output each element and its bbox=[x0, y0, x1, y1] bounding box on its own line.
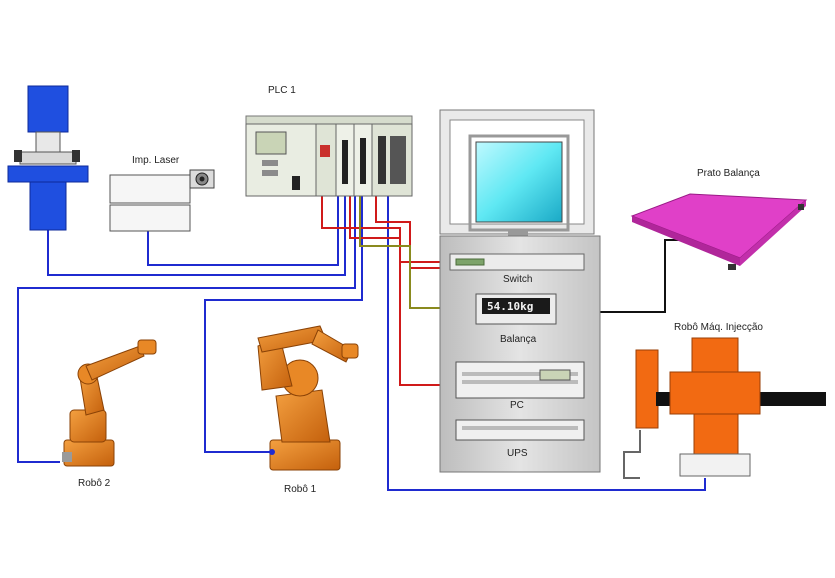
label-laser: Imp. Laser bbox=[132, 155, 180, 166]
label-switch: Switch bbox=[503, 274, 532, 285]
scale-plate: Prato Balança bbox=[630, 168, 808, 270]
label-injection-robot: Robô Máq. Injecção bbox=[674, 322, 763, 333]
robot-2: Robô 2 bbox=[62, 339, 157, 489]
label-robot1: Robô 1 bbox=[284, 484, 317, 495]
control-cabinet: Switch 54.10kg Balança PC UPS bbox=[439, 109, 601, 473]
plc-unit: PLC 1 bbox=[245, 85, 413, 197]
label-scale-plate: Prato Balança bbox=[697, 168, 760, 179]
injection-robot: Robô Máq. Injecção bbox=[623, 322, 826, 479]
label-robot2: Robô 2 bbox=[78, 478, 111, 489]
label-ups: UPS bbox=[507, 448, 528, 459]
wire-red-switch bbox=[321, 168, 462, 263]
label-plc: PLC 1 bbox=[268, 85, 296, 96]
label-pc: PC bbox=[510, 400, 524, 411]
wire-olive-scale bbox=[359, 185, 476, 309]
blue-press-machine bbox=[7, 85, 89, 231]
wire-blue-machine bbox=[47, 185, 346, 276]
wire-blue-robot2 bbox=[17, 185, 356, 463]
scale-display: 54.10kg bbox=[487, 300, 533, 313]
wire-blue-laser bbox=[147, 185, 339, 266]
label-scale: Balança bbox=[500, 334, 537, 345]
switch-device bbox=[449, 253, 585, 271]
wire-red-pc bbox=[349, 185, 458, 386]
robot-1: Robô 1 bbox=[257, 325, 359, 495]
laser-printer: Imp. Laser bbox=[109, 155, 215, 232]
monitor-screen bbox=[475, 141, 563, 223]
wires bbox=[17, 168, 706, 491]
wire-red-switch-2 bbox=[375, 185, 462, 269]
wire-blue-robot1 bbox=[204, 185, 363, 453]
